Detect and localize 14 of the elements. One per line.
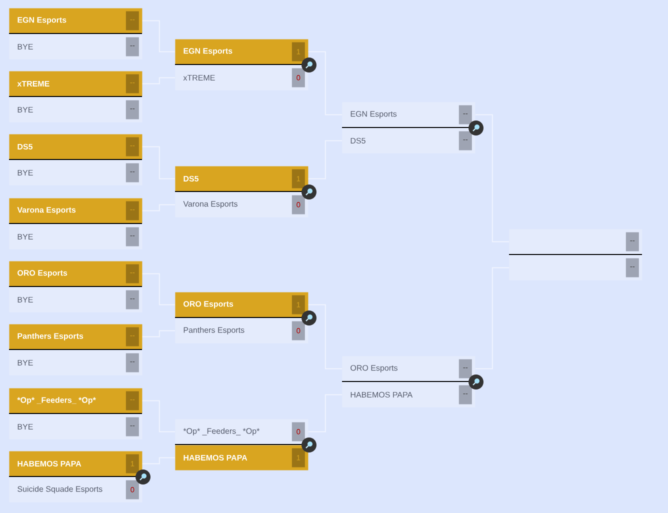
connector-line [142,20,176,52]
connector-line [308,304,342,370]
connector-line [142,273,176,306]
connector-line [142,457,176,464]
team-row [508,229,642,255]
connector-line [308,51,342,116]
connector-line [474,114,510,242]
connector-line [142,146,176,180]
connector-line [308,140,342,180]
connector-line [142,330,176,338]
connector-line [142,204,176,212]
connector-line [142,400,176,432]
team-row [509,255,642,280]
connector-line [142,77,176,84]
